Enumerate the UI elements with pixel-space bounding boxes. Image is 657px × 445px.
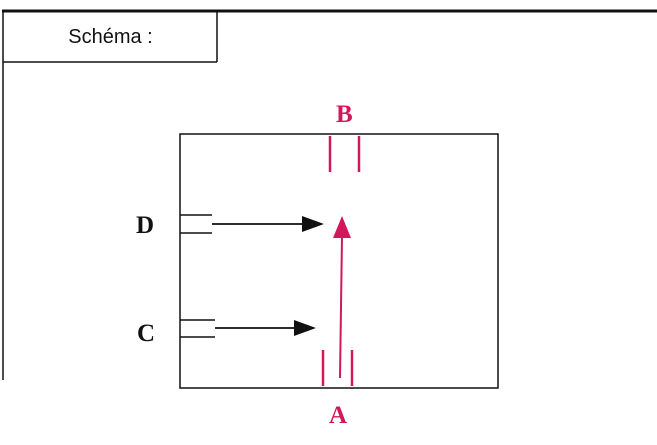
label-d: D (136, 212, 154, 239)
label-b: B (336, 101, 353, 128)
header-label: Schéma : (68, 25, 153, 48)
inlet-c-arrow-head (294, 320, 316, 336)
label-a: A (329, 402, 347, 429)
inlet-d-arrow-head (302, 216, 324, 232)
label-c: C (137, 320, 155, 347)
vertical-arrow-head (333, 216, 351, 238)
main-rectangle (179, 133, 499, 389)
vertical-arrow-shaft (339, 235, 343, 379)
